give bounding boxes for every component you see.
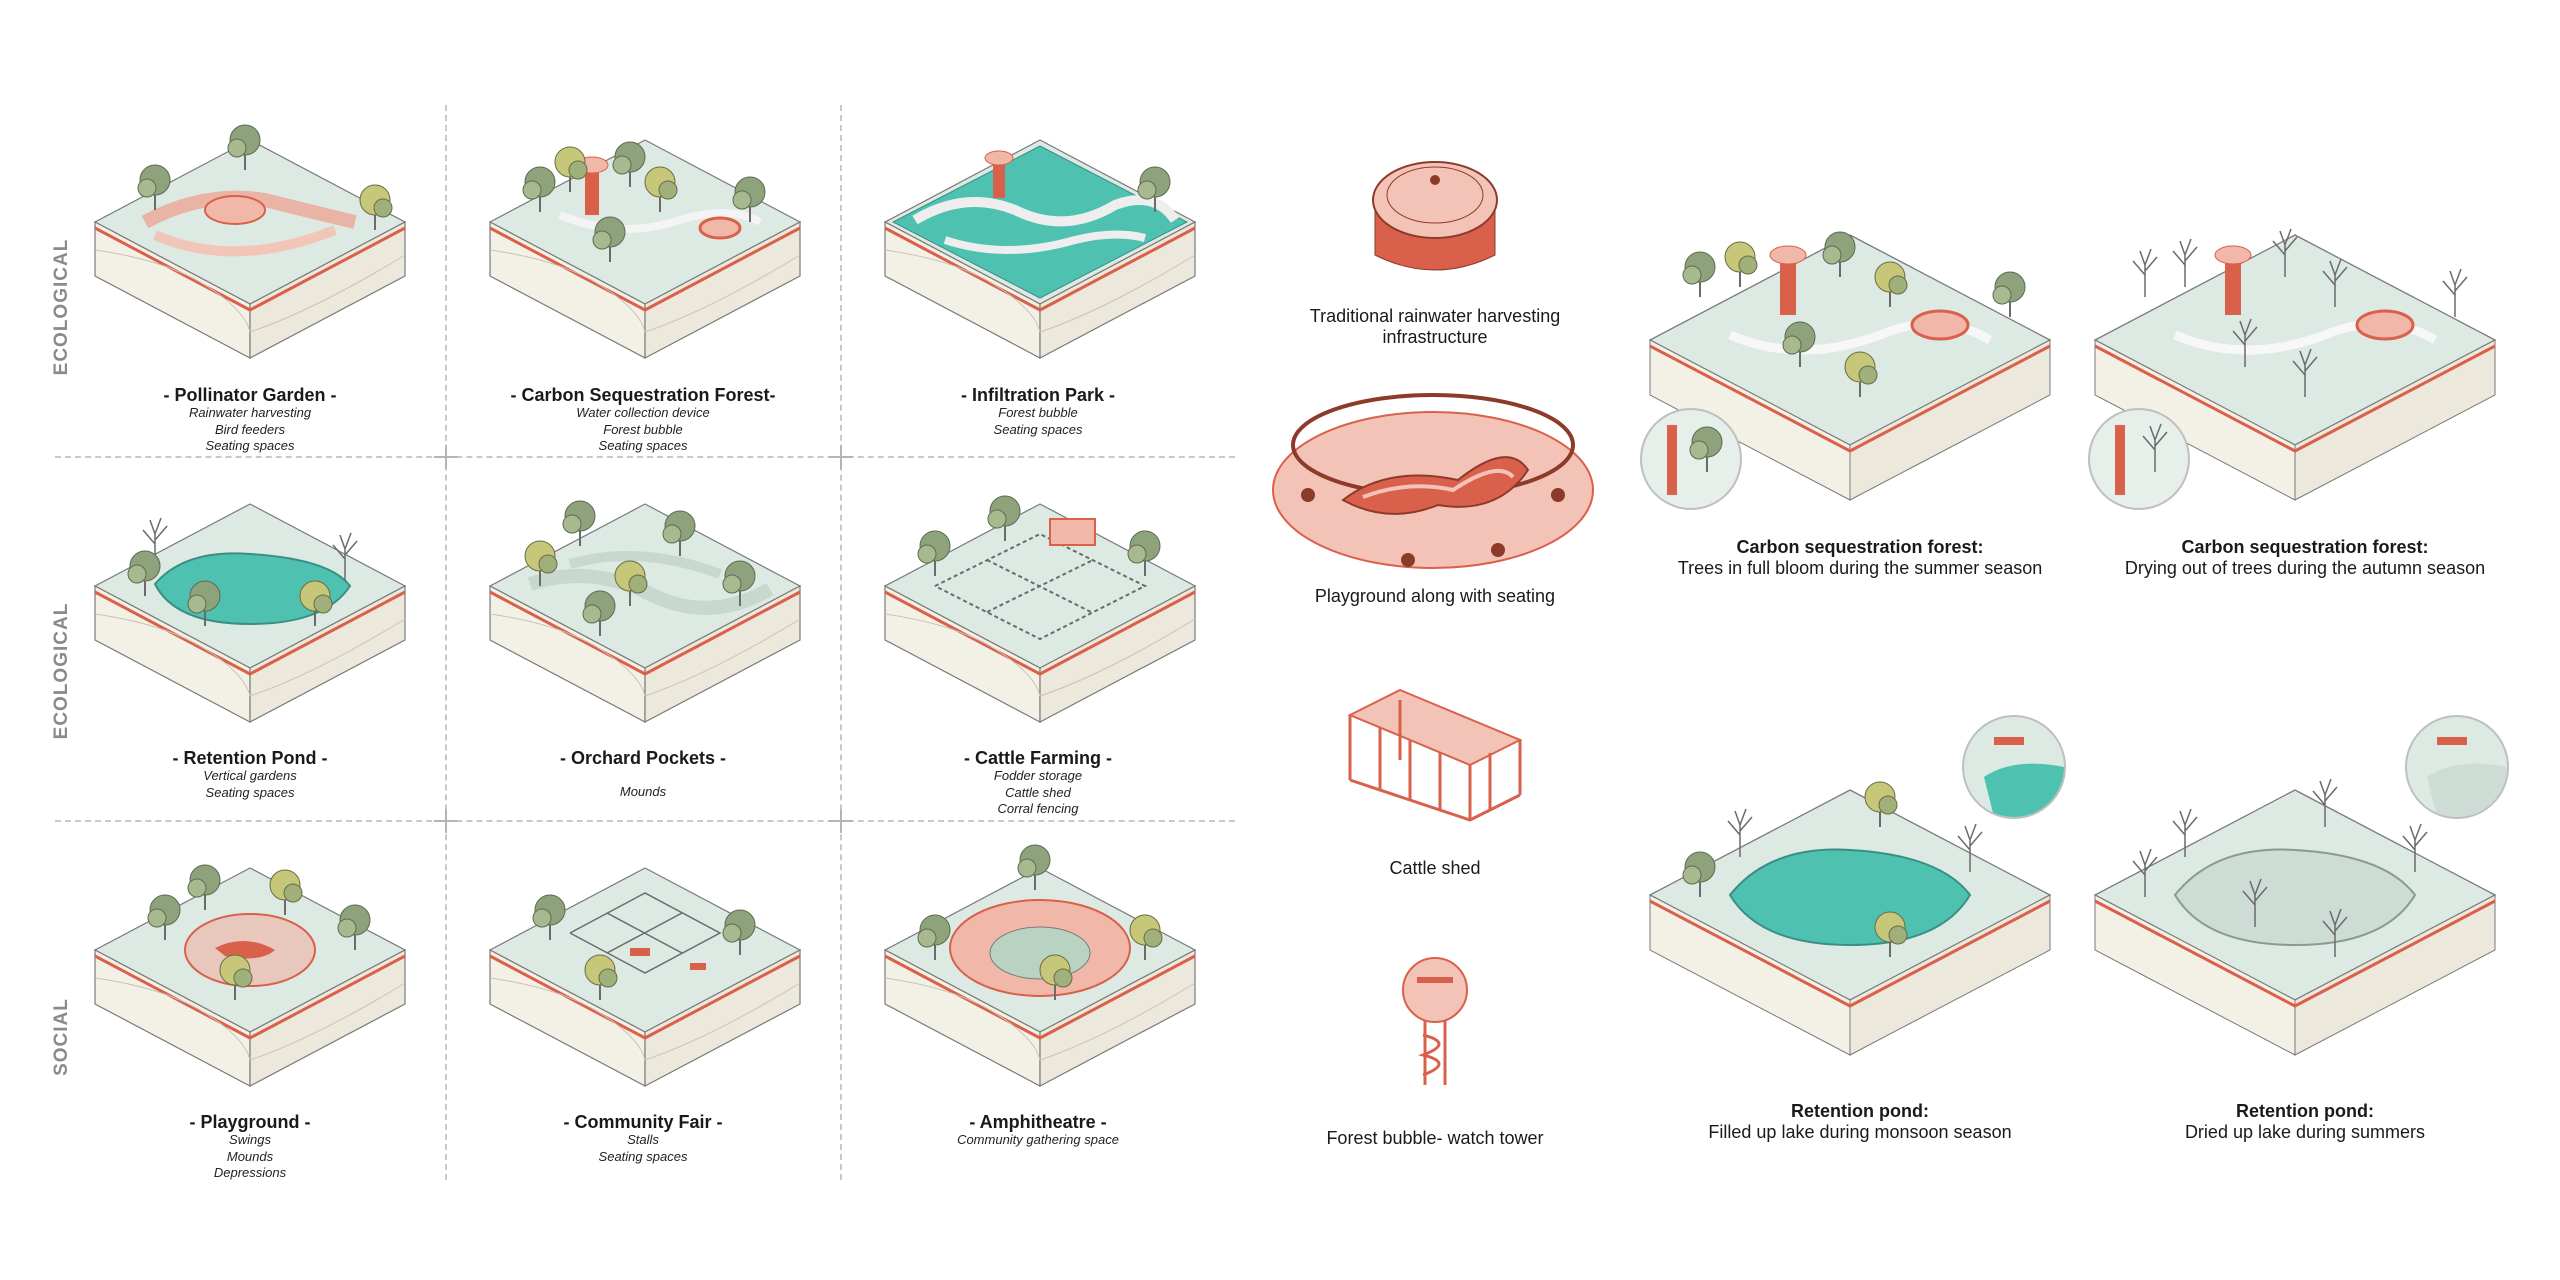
grid-cross-marker (434, 809, 458, 833)
grid-title-carbon-forest: - Carbon Sequestration Forest- (510, 385, 776, 405)
feature-item: Cattle shed (1005, 784, 1071, 800)
feature-item: Bird feeders (214, 421, 286, 437)
feature-item: Seating spaces (205, 438, 295, 453)
seasonal-heading: Retention pond: (1791, 1101, 1929, 1121)
feature-item: Rainwater harvesting (188, 405, 312, 420)
feature-item: Seating spaces (205, 784, 295, 800)
rainwater-harvesting-tank-illustration (1372, 161, 1498, 271)
grid-title-amphitheatre: - Amphitheatre - (969, 1112, 1107, 1132)
pond-summer-illustration (2093, 778, 2497, 1056)
grid-title-community-fair: - Community Fair - (563, 1112, 723, 1132)
carbon-sequestration-forest-illustration (488, 138, 802, 360)
grid-features-carbon-forest: Water collection device Forest bubble Se… (463, 405, 823, 455)
cattle-shed-illustration (1347, 688, 1523, 822)
infiltration-park-illustration (883, 138, 1197, 360)
amphitheatre-illustration (883, 844, 1197, 1088)
feature-item: Corral fencing (997, 801, 1079, 816)
forest-summer-detail-inset (1640, 408, 1742, 510)
seasonal-heading: Carbon sequestration forest: (2181, 537, 2429, 557)
seasonal-caption-pond-monsoon: Retention pond: Filled up lake during mo… (1640, 1101, 2080, 1143)
grid-features-pollinator-garden: Rainwater harvesting Bird feeders Seatin… (70, 405, 430, 455)
feature-item: Fodder storage (993, 768, 1083, 783)
grid-title-infiltration-park: - Infiltration Park - (960, 385, 1115, 405)
watch-tower-illustration (1402, 957, 1468, 1085)
grid-features-amphitheatre: Community gathering space (858, 1132, 1218, 1149)
feature-item: Vertical gardens (203, 768, 297, 783)
seasonal-text: Filled up lake during monsoon season (1708, 1122, 2012, 1142)
element-caption-playground: Playground along with seating (1314, 586, 1556, 606)
grid-features-community-fair: Stalls Seating spaces (463, 1132, 823, 1165)
grid-divider-v1 (445, 105, 447, 1180)
element-caption-cattle-shed: Cattle shed (1389, 858, 1481, 878)
feature-item: Forest bubble (603, 421, 683, 437)
grid-features-retention-pond: Vertical gardens Seating spaces (70, 768, 430, 801)
seasonal-heading: Carbon sequestration forest: (1736, 537, 1984, 557)
grid-features-orchard-pockets: Mounds (463, 784, 823, 801)
feature-item: Depressions (213, 1165, 287, 1180)
grid-title-cattle-farming: - Cattle Farming - (963, 748, 1112, 768)
grid-cross-marker (829, 809, 853, 833)
forest-summer-illustration (1648, 231, 2052, 501)
element-caption-rainwater: Traditional rainwater harvesting infrast… (1309, 306, 1561, 347)
seasonal-caption-forest-summer: Carbon sequestration forest: Trees in fu… (1640, 537, 2080, 579)
feature-item: Swings (229, 1132, 271, 1147)
feature-item: Stalls (627, 1132, 659, 1147)
pond-monsoon-detail-inset (1962, 715, 2066, 819)
grid-title-playground: - Playground - (189, 1112, 311, 1132)
pollinator-garden-illustration (93, 124, 407, 360)
playground-seating-illustration (1272, 393, 1594, 569)
seasonal-caption-forest-autumn: Carbon sequestration forest: Drying out … (2085, 537, 2525, 579)
seasonal-text: Trees in full bloom during the summer se… (1677, 558, 2043, 578)
feature-item: Mounds (226, 1148, 274, 1164)
forest-autumn-illustration (2093, 228, 2497, 501)
forest-autumn-detail-inset (2088, 408, 2190, 510)
grid-title-orchard-pockets: - Orchard Pockets - (559, 748, 727, 768)
grid-cross-marker (829, 445, 853, 469)
grid-features-playground: Swings Mounds Depressions (70, 1132, 430, 1182)
orchard-pockets-illustration (488, 500, 802, 724)
feature-item: Mounds (619, 784, 667, 799)
seasonal-heading: Retention pond: (2236, 1101, 2374, 1121)
feature-item: Water collection device (576, 405, 710, 420)
grid-divider-h2 (55, 820, 1235, 822)
element-caption-watch-tower: Forest bubble- watch tower (1326, 1128, 1544, 1148)
community-fair-illustration (488, 866, 802, 1088)
grid-title-retention-pond: - Retention Pond - (172, 748, 328, 768)
playground-illustration (93, 864, 407, 1088)
grid-divider-v2 (840, 105, 842, 1180)
row-label-ecological-1: ECOLOGICAL (51, 238, 72, 376)
feature-item: Seating spaces (598, 1148, 688, 1164)
grid-features-cattle-farming: Fodder storage Cattle shed Corral fencin… (858, 768, 1218, 818)
retention-pond-illustration (93, 502, 407, 724)
feature-item: Seating spaces (598, 438, 688, 453)
pond-summer-detail-inset (2405, 715, 2509, 819)
grid-title-pollinator-garden: - Pollinator Garden - (163, 385, 337, 405)
row-label-ecological-2: ECOLOGICAL (51, 602, 72, 740)
seasonal-caption-pond-summer: Retention pond: Dried up lake during sum… (2085, 1101, 2525, 1143)
feature-item: Community gathering space (957, 1132, 1119, 1147)
grid-features-infiltration-park: Forest bubble Seating spaces (858, 405, 1218, 438)
seasonal-text: Drying out of trees during the autumn se… (2124, 558, 2486, 578)
feature-item: Forest bubble (998, 405, 1078, 420)
grid-cross-marker (434, 445, 458, 469)
seasonal-text: Dried up lake during summers (2184, 1122, 2426, 1142)
grid-divider-h1 (55, 456, 1235, 458)
feature-item: Seating spaces (993, 421, 1083, 437)
pond-monsoon-illustration (1648, 781, 2052, 1056)
row-label-social: SOCIAL (51, 998, 72, 1076)
cattle-farming-illustration (883, 495, 1197, 724)
